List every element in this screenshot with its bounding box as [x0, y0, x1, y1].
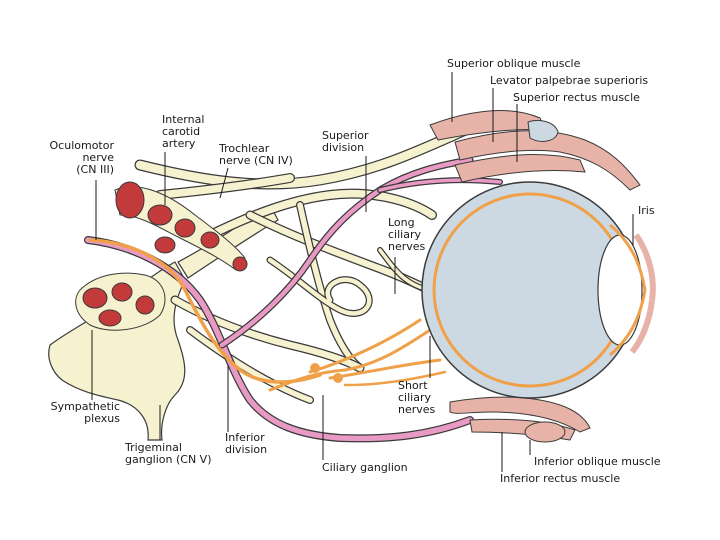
label-superior-rectus-muscle: Superior rectus muscle [513, 91, 640, 104]
label-inferior-oblique-muscle: Inferior oblique muscle [534, 455, 661, 468]
label-oculomotor-nerve: Oculomotor nerve (CN III) [49, 139, 114, 176]
label-sympathetic-plexus: Sympathetic plexus [50, 400, 120, 425]
label-short-ciliary-nerves: Short ciliary nerves [398, 379, 436, 416]
label-long-ciliary-nerves: Long ciliary nerves [388, 216, 426, 253]
label-inferior-rectus-muscle: Inferior rectus muscle [500, 472, 621, 485]
leader-lines [91, 72, 634, 472]
ciliary-nerves-orange [88, 238, 447, 392]
eyeball [421, 181, 656, 399]
label-trigeminal-ganglion: Trigeminal ganglion (CN V) [125, 441, 212, 466]
extraocular-muscles [429, 110, 641, 443]
internal-carotid-artery [75, 181, 248, 331]
label-inferior-division: Inferior division [225, 431, 268, 456]
label-trochlear-nerve: Trochlear nerve (CN IV) [219, 142, 293, 167]
label-superior-division: Superior division [322, 129, 369, 154]
label-iris: Iris [638, 204, 655, 217]
ciliary-ganglion-dots [310, 363, 343, 383]
label-internal-carotid-artery: Internal carotid artery [162, 113, 205, 150]
label-ciliary-ganglion: Ciliary ganglion [322, 461, 408, 474]
label-superior-oblique-muscle: Superior oblique muscle [447, 57, 581, 70]
label-levator-palpebrae-superioris: Levator palpebrae superioris [490, 74, 649, 87]
